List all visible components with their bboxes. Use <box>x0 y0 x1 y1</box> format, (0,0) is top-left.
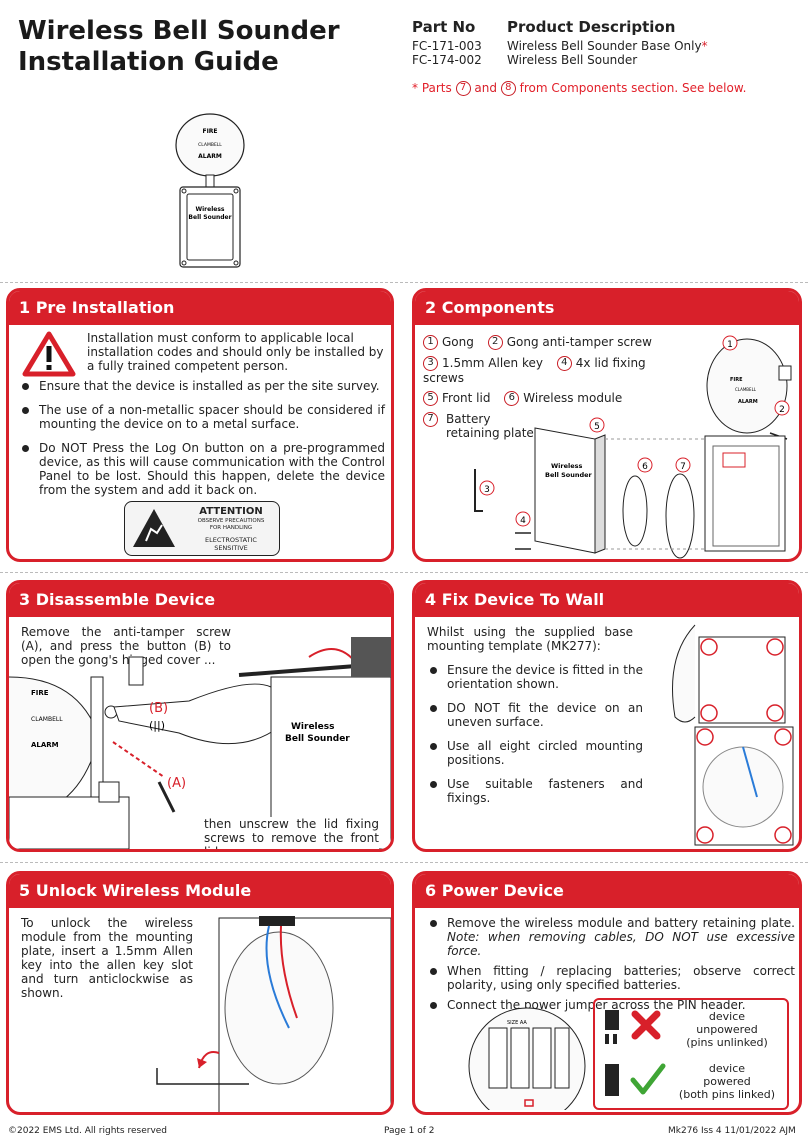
part-no-header: Part No <box>412 18 476 36</box>
warning-icon <box>22 331 76 377</box>
section-heading: 4 Fix Device To Wall <box>415 583 799 617</box>
label-a: (A) <box>167 776 186 791</box>
gong-text-top: FIRE <box>31 689 49 697</box>
section-fix-to-wall: 4 Fix Device To Wall Whilst using the su… <box>412 580 802 852</box>
label-b: (B) <box>149 701 168 716</box>
powered-icon <box>605 1063 666 1096</box>
gong-text-bottom: ALARM <box>31 741 59 749</box>
product-image: FIRE CLAMBELL ALARM Wireless Bell Sounde… <box>175 113 245 268</box>
unlock-text: To unlock the wireless module from the m… <box>21 916 193 1000</box>
gong-brand: CLAMBELL <box>198 142 222 148</box>
part-no: FC-171-003 <box>412 39 482 53</box>
section-disassemble: 3 Disassemble Device Remove the anti-tam… <box>6 580 394 852</box>
gong-text-top: FIRE <box>202 128 217 135</box>
power-list: Remove the wireless module and battery r… <box>427 916 795 1018</box>
section-power-device: 6 Power Device Remove the wireless modul… <box>412 871 802 1115</box>
svg-text:5: 5 <box>594 422 600 432</box>
svg-text:3: 3 <box>484 485 490 495</box>
footer-copyright: ©2022 EMS Ltd. All rights reserved <box>8 1126 168 1136</box>
parts-header: Part No Product Description <box>412 18 797 36</box>
document-title: Wireless Bell Sounder Installation Guide <box>18 16 340 78</box>
disassemble-diagram: FIRE CLAMBELL ALARM (B) (||) (A) Wireles… <box>9 637 391 849</box>
esd-sub2: FOR HANDLING <box>209 525 253 531</box>
list-item: Ensure the device is fitted in the orien… <box>427 663 643 691</box>
title-line-2: Installation Guide <box>18 47 279 77</box>
parts-row: FC-174-002 Wireless Bell Sounder <box>412 53 797 67</box>
esd-title: ATTENTION <box>199 506 263 517</box>
list-item: When fitting / replacing batteries; obse… <box>427 964 795 992</box>
lid-label-1: Wireless <box>551 462 583 470</box>
part-desc: Wireless Bell Sounder Base Only* <box>507 39 708 53</box>
parts-row: FC-171-003 Wireless Bell Sounder Base On… <box>412 39 797 53</box>
product-desc-header: Product Description <box>507 18 676 36</box>
warning-text: Installation must conform to applicable … <box>87 331 384 373</box>
mounting-diagram <box>672 624 794 846</box>
divider <box>0 572 808 573</box>
list-item: Use suitable fasteners and fixings. <box>427 777 643 805</box>
section-heading: 2 Components <box>415 291 799 325</box>
svg-text:(||): (||) <box>149 719 165 732</box>
svg-text:CLAMBELL: CLAMBELL <box>735 387 757 392</box>
battery-diagram: SIZE AA <box>468 1007 586 1110</box>
list-item: Do NOT Press the Log On button on a pre-… <box>19 441 385 497</box>
pre-install-list: Ensure that the device is installed as p… <box>19 379 385 507</box>
disassemble-intro: Remove the anti-tamper screw (A), and pr… <box>21 625 231 667</box>
parts-note: * Parts 7 and 8 from Components section.… <box>412 81 747 96</box>
list-item: DO NOT fit the device on an uneven surfa… <box>427 701 643 729</box>
title-line-1: Wireless Bell Sounder <box>18 16 340 46</box>
part-desc: Wireless Bell Sounder <box>507 53 638 67</box>
section-heading: 6 Power Device <box>415 874 799 908</box>
footer-revision: Mk276 Iss 4 11/01/2022 AJM <box>668 1126 796 1136</box>
divider <box>0 862 808 863</box>
unpowered-icon <box>605 1010 661 1044</box>
svg-text:4: 4 <box>520 516 526 526</box>
gong-text-bottom: ALARM <box>198 153 222 160</box>
section-heading: 1 Pre Installation <box>9 291 391 325</box>
components-diagram: FIRE CLAMBELL ALARM 1 2 Wireless Bell So… <box>474 335 792 559</box>
divider <box>0 282 808 283</box>
esd-sub3: ELECTROSTATIC <box>205 536 257 544</box>
section-heading: 5 Unlock Wireless Module <box>9 874 391 908</box>
unlock-diagram <box>156 916 391 1112</box>
gong-brand: CLAMBELL <box>31 716 63 723</box>
box-label-1: Wireless <box>196 206 225 213</box>
box-label-1: Wireless <box>291 722 334 732</box>
fix-intro: Whilst using the supplied base mounting … <box>427 625 633 653</box>
section-pre-installation: 1 Pre Installation Installation must con… <box>6 288 394 562</box>
esd-sub1: OBSERVE PRECAUTIONS <box>197 518 265 524</box>
list-item: Remove the wireless module and battery r… <box>427 916 795 958</box>
box-label-2: Bell Sounder <box>188 214 231 221</box>
lid-label-2: Bell Sounder <box>545 471 593 479</box>
list-item: Ensure that the device is installed as p… <box>19 379 385 393</box>
svg-text:1: 1 <box>727 340 733 350</box>
svg-text:2: 2 <box>779 405 785 415</box>
svg-text:7: 7 <box>680 462 686 472</box>
section-heading: 3 Disassemble Device <box>9 583 391 617</box>
footer-page: Page 1 of 2 <box>384 1126 435 1136</box>
disassemble-outro: then unscrew the lid fixing screws to re… <box>204 817 379 849</box>
esd-label: ATTENTION OBSERVE PRECAUTIONS FOR HANDLI… <box>124 501 280 556</box>
list-item: The use of a non-metallic spacer should … <box>19 403 385 431</box>
battery-label: SIZE AA <box>507 1020 527 1026</box>
esd-sub4: SENSITIVE <box>214 544 248 552</box>
fix-list: Ensure the device is fitted in the orien… <box>427 663 643 815</box>
part-no: FC-174-002 <box>412 53 482 67</box>
svg-text:FIRE: FIRE <box>730 377 743 383</box>
parts-table: Part No Product Description FC-171-003 W… <box>412 18 797 96</box>
svg-text:6: 6 <box>642 462 648 472</box>
svg-text:ALARM: ALARM <box>738 399 758 405</box>
list-item: Use all eight circled mounting positions… <box>427 739 643 767</box>
esd-warning-icon <box>133 509 175 547</box>
box-label-2: Bell Sounder <box>285 734 350 744</box>
section-unlock-module: 5 Unlock Wireless Module To unlock the w… <box>6 871 394 1115</box>
